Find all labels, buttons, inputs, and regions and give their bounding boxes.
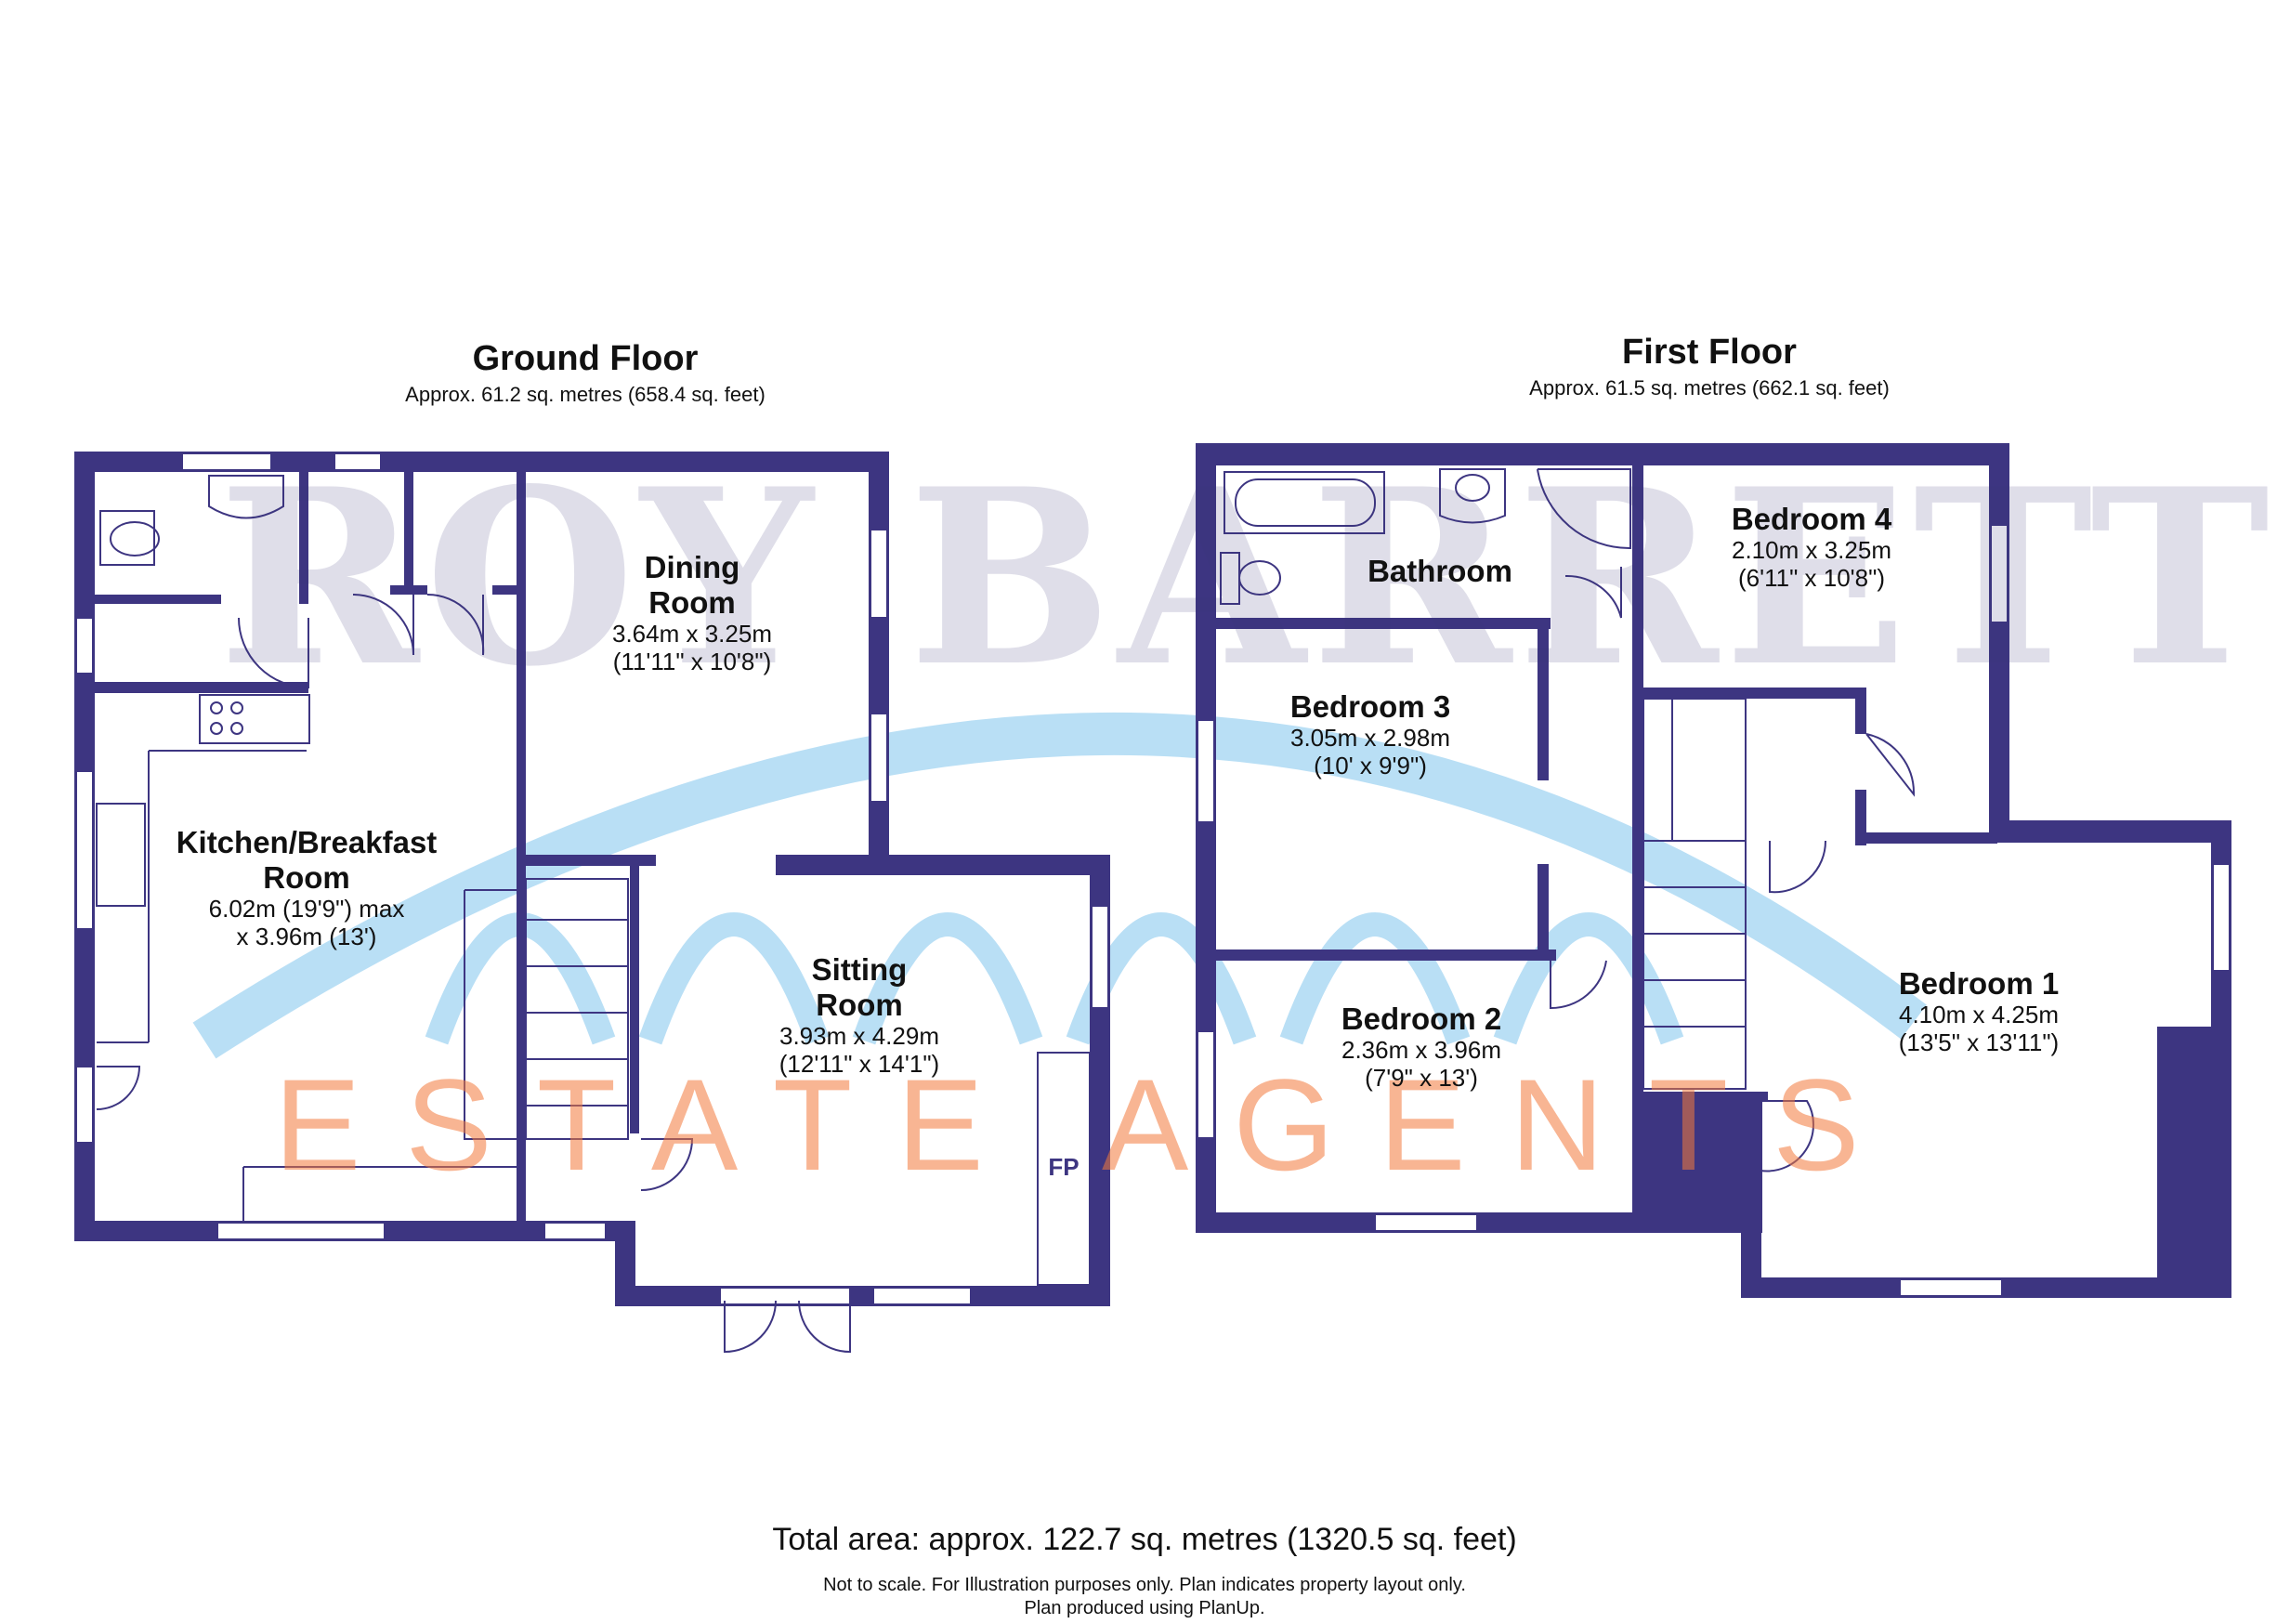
room-dimension: 3.64m x 3.25m: [612, 619, 772, 648]
room-name-line: Room: [816, 987, 903, 1022]
room-dimension: (11'11" x 10'8"): [612, 647, 772, 675]
room-name-line: Dining: [644, 550, 740, 584]
room-label-bedroom2: Bedroom 2 2.36m x 3.96m (7'9" x 13'): [1301, 1002, 1542, 1093]
room-label-kitchen: Kitchen/Breakfast Room 6.02m (19'9") max…: [139, 825, 474, 951]
fireplace-label: FP: [1048, 1153, 1080, 1181]
ground-floor-title: Ground Floor: [472, 339, 699, 378]
room-name-line: Bathroom: [1367, 554, 1512, 588]
room-dimension: 2.10m x 3.25m: [1732, 535, 1891, 564]
room-label-dining: Dining Room 3.64m x 3.25m (11'11" x 10'8…: [557, 550, 827, 676]
room-dimension: x 3.96m (13'): [236, 922, 377, 950]
room-name-line: Room: [263, 859, 350, 895]
watermark-tagline: ESTATE AGENTS: [274, 1052, 1904, 1198]
room-dimension: 2.36m x 3.96m: [1341, 1035, 1501, 1064]
room-name-line: Room: [648, 584, 736, 620]
room-label-bedroom3: Bedroom 3 3.05m x 2.98m (10' x 9'9"): [1250, 689, 1491, 780]
disclaimer-note: Not to scale. For Illustration purposes …: [823, 1575, 1466, 1595]
watermark-company-name: ROY BARRETT: [218, 437, 2276, 720]
ground-floor-windows: [75, 452, 1109, 1305]
room-dimension: 6.02m (19'9") max: [208, 894, 405, 923]
room-label-bedroom1: Bedroom 1 4.10m x 4.25m (13'5" x 13'11"): [1858, 966, 2100, 1057]
first-floor-title: First Floor: [1622, 333, 1797, 372]
room-dimension: 3.05m x 2.98m: [1290, 723, 1450, 752]
watermark-arcs: [192, 713, 1927, 1059]
ground-floor-fixtures: [96, 475, 1091, 1354]
room-name-line: Kitchen/Breakfast: [176, 825, 438, 859]
first-floor-plan: [1196, 443, 2231, 1298]
room-dimension: 4.10m x 4.25m: [1899, 1000, 2059, 1028]
room-name-line: Bedroom 4: [1731, 502, 1892, 536]
room-name-line: Bedroom 2: [1341, 1002, 1502, 1036]
room-dimension: 3.93m x 4.29m: [779, 1021, 939, 1050]
room-dimension: (7'9" x 13'): [1365, 1063, 1478, 1092]
room-name-line: Sitting: [811, 952, 908, 987]
room-label-bathroom: Bathroom: [1319, 554, 1561, 589]
room-dimension: (10' x 9'9"): [1314, 751, 1427, 779]
ground-floor-plan: [74, 452, 1110, 1354]
room-name-line: Bedroom 1: [1898, 966, 2060, 1001]
first-floor-area: Approx. 61.5 sq. metres (662.1 sq. feet): [1529, 376, 1890, 399]
room-label-bedroom4: Bedroom 4 2.10m x 3.25m (6'11" x 10'8"): [1691, 502, 1932, 593]
ground-floor-area: Approx. 61.2 sq. metres (658.4 sq. feet): [405, 383, 766, 406]
total-area: Total area: approx. 122.7 sq. metres (13…: [772, 1522, 1517, 1557]
planup-credit: Plan produced using PlanUp.: [1024, 1598, 1265, 1618]
room-dimension: (6'11" x 10'8"): [1738, 563, 1885, 592]
room-dimension: (13'5" x 13'11"): [1898, 1028, 2060, 1056]
first-floor-fixtures: [1220, 468, 1916, 1172]
room-name-line: Bedroom 3: [1289, 689, 1451, 724]
room-label-sitting: Sitting Room 3.93m x 4.29m (12'11" x 14'…: [725, 952, 994, 1079]
room-dimension: (12'11" x 14'1"): [779, 1049, 940, 1078]
first-floor-windows: [1197, 524, 2231, 1297]
